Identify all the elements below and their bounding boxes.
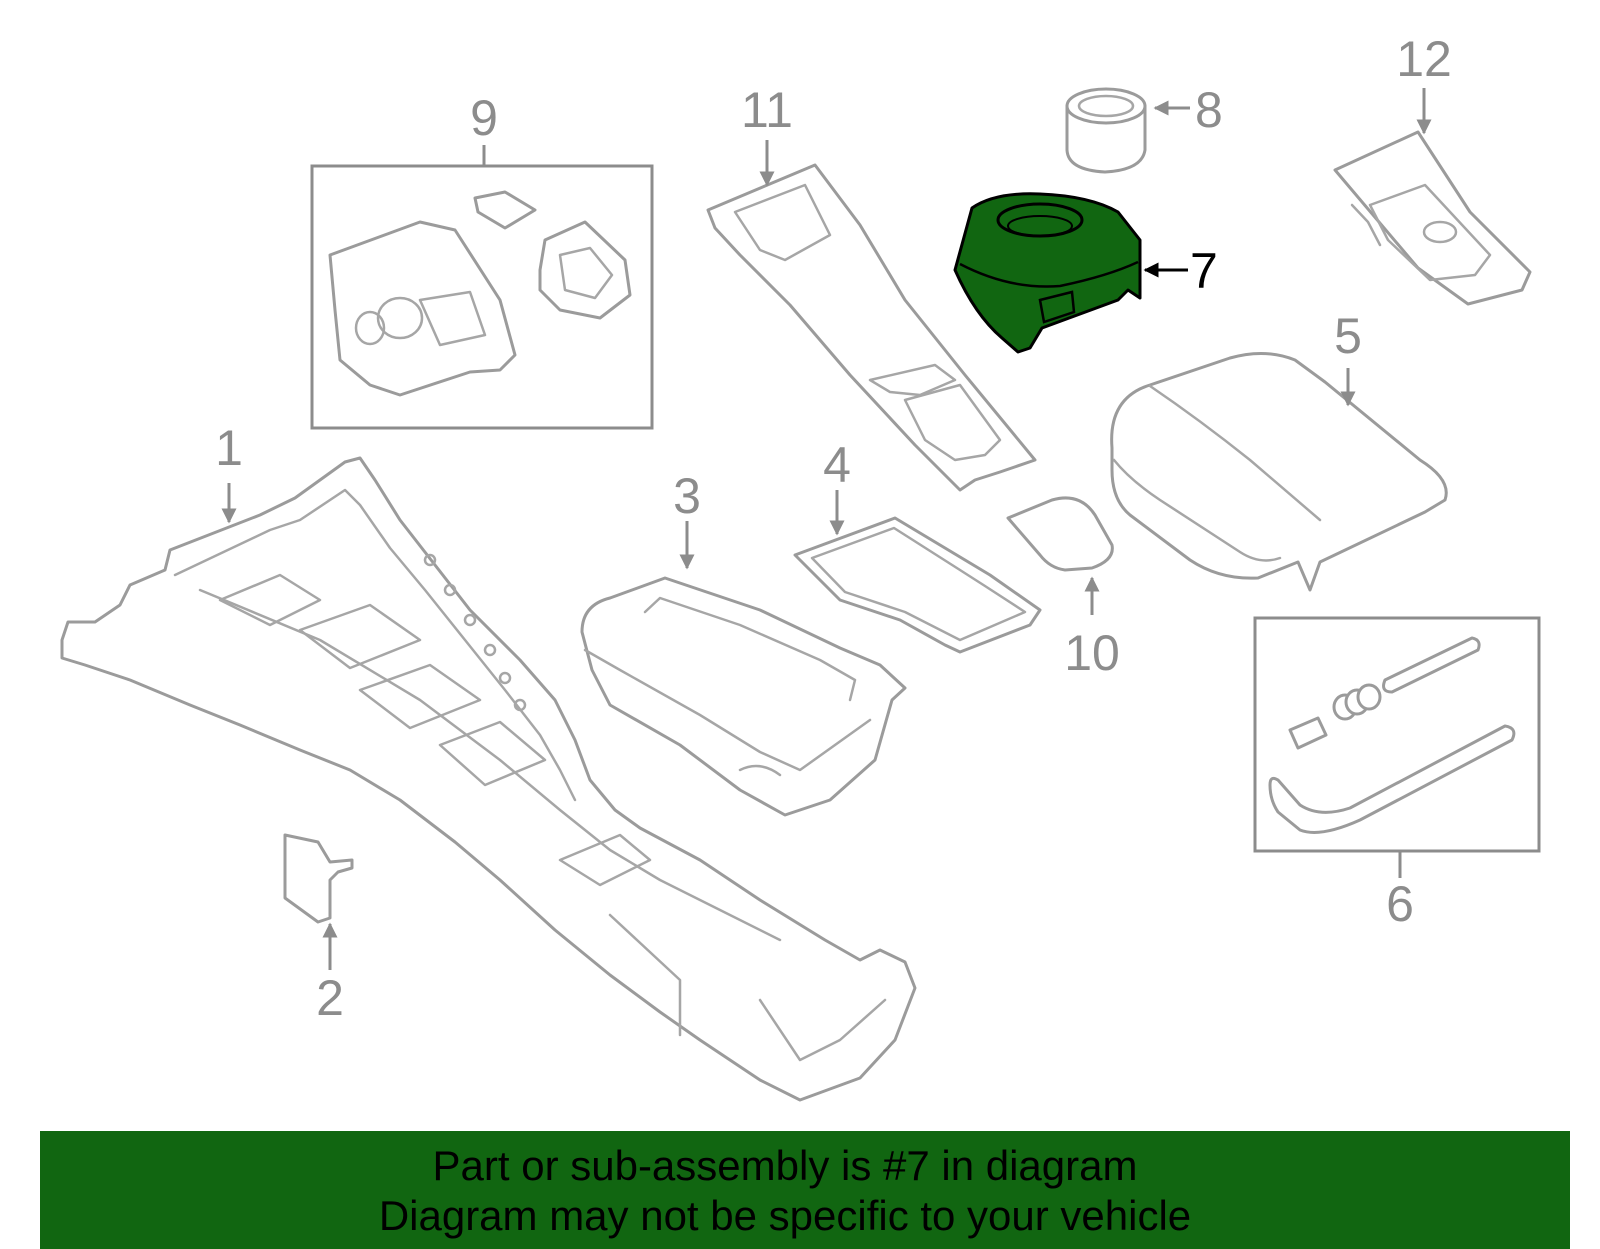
part-11-trim[interactable]: [706, 163, 1037, 492]
callout-4[interactable]: 4: [823, 437, 851, 493]
banner-line-part: Part or sub-assembly is #7 in diagram: [432, 1142, 1138, 1189]
part-7-cup-holder[interactable]: [953, 192, 1142, 354]
callout-10[interactable]: 10: [1064, 625, 1120, 681]
callout-5[interactable]: 5: [1334, 308, 1362, 364]
callout-11[interactable]: 11: [741, 82, 793, 138]
callout-2[interactable]: 2: [316, 970, 344, 1026]
callout-7[interactable]: 7: [1190, 243, 1218, 299]
part-4-mat[interactable]: [793, 516, 1042, 654]
callout-1[interactable]: 1: [215, 420, 243, 476]
part-6-group[interactable]: [1253, 616, 1541, 853]
part-1-console[interactable]: [60, 456, 917, 1102]
part-9-clip: [473, 190, 537, 230]
callout-3[interactable]: 3: [673, 468, 701, 524]
info-banner: Part or sub-assembly is #7 in diagram Di…: [40, 1131, 1570, 1249]
part-6-rod: [1382, 636, 1481, 694]
callout-12[interactable]: 12: [1396, 31, 1452, 87]
part-3-bin[interactable]: [580, 576, 907, 817]
banner-line-disclaimer: Diagram may not be specific to your vehi…: [378, 1192, 1192, 1239]
callout-6[interactable]: 6: [1386, 876, 1414, 932]
part-9-group[interactable]: [310, 164, 654, 430]
part-9-bracket: [538, 220, 632, 320]
part-12-bezel[interactable]: [1333, 130, 1532, 306]
part-2-panel[interactable]: [283, 833, 354, 924]
part-10-pad[interactable]: [1006, 496, 1114, 572]
part-6-cylinder: [1288, 716, 1328, 750]
part-6-tray: [1268, 724, 1516, 834]
callout-9[interactable]: 9: [470, 90, 498, 146]
part-5-armrest[interactable]: [1110, 351, 1448, 592]
part-8-cup[interactable]: [1065, 87, 1147, 174]
callout-8[interactable]: 8: [1195, 82, 1223, 138]
